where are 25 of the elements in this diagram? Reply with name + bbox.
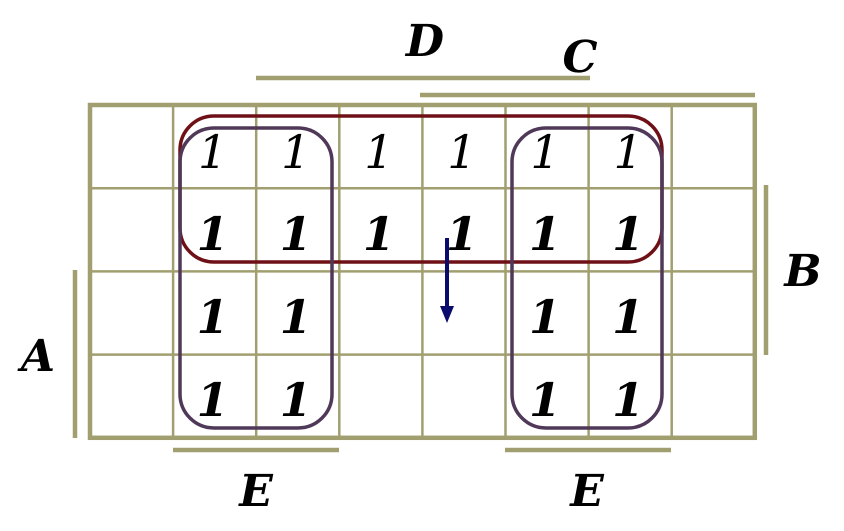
cell-value: 1 bbox=[529, 294, 562, 340]
cell-value: 1 bbox=[364, 128, 394, 175]
cell-value: 1 bbox=[280, 294, 312, 340]
cell-value: 1 bbox=[612, 294, 644, 340]
cell-value: 1 bbox=[280, 377, 312, 424]
cell-value: 1 bbox=[446, 210, 478, 257]
cell-value: 1 bbox=[447, 128, 477, 175]
cell-value: 1 bbox=[530, 128, 560, 175]
cell-value: 1 bbox=[198, 128, 228, 175]
variable-label: E bbox=[239, 470, 273, 514]
cell-value: 1 bbox=[614, 128, 643, 175]
cell-value: 1 bbox=[529, 377, 562, 424]
cell-value: 1 bbox=[281, 128, 310, 175]
cell-value: 1 bbox=[362, 210, 395, 257]
cell-value: 1 bbox=[196, 210, 229, 257]
cell-value: 1 bbox=[280, 210, 312, 257]
cell-value: 1 bbox=[612, 210, 644, 257]
variable-label: B bbox=[784, 250, 822, 294]
cell-value: 1 bbox=[529, 210, 562, 257]
variable-label: D bbox=[406, 20, 444, 64]
cell-value: 1 bbox=[196, 377, 229, 424]
cell-value: 1 bbox=[612, 377, 644, 424]
variable-label: C bbox=[562, 36, 598, 80]
variable-label: E bbox=[570, 470, 604, 514]
cell-value: 1 bbox=[196, 294, 229, 340]
